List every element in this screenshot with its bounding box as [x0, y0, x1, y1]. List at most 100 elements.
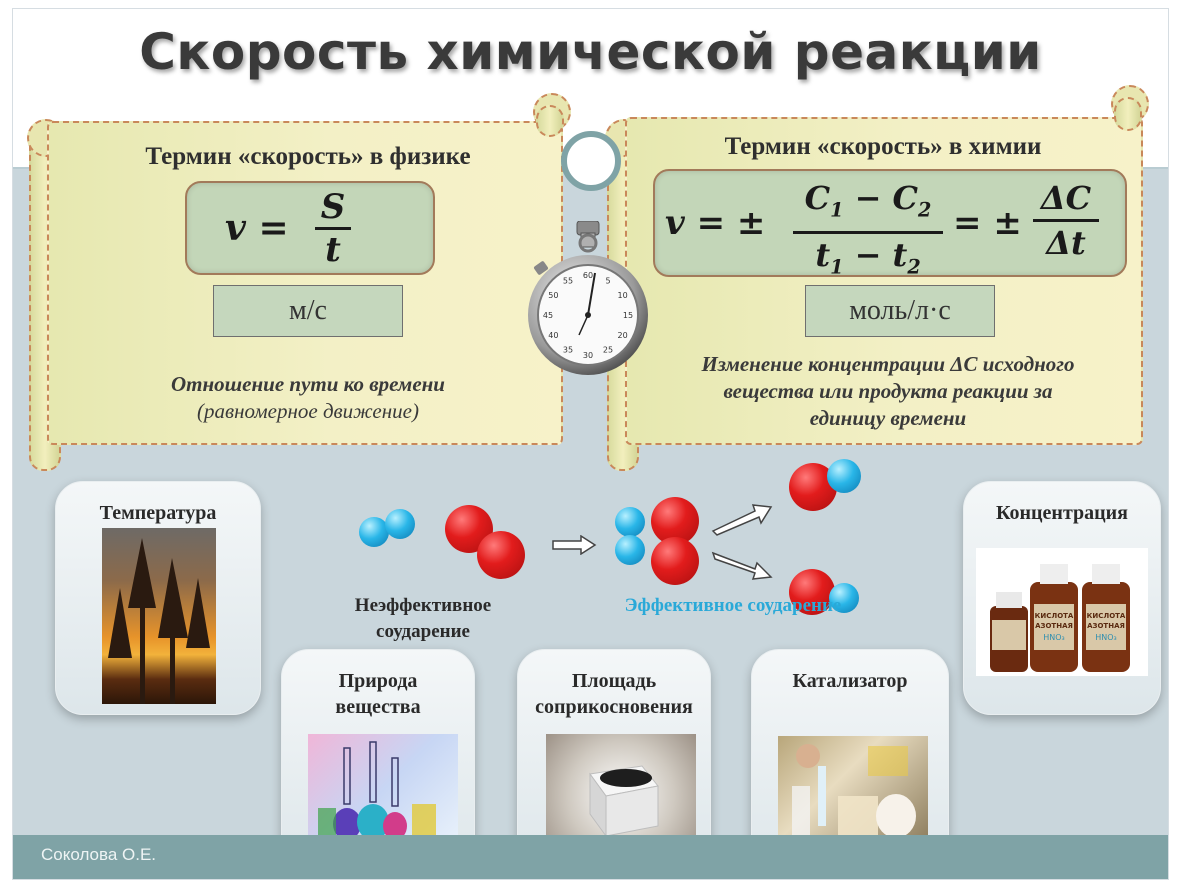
stopwatch-tick-label: 15 — [623, 311, 633, 320]
lab-equipment-icon — [792, 744, 916, 838]
card-temperature-label: Температура — [99, 502, 217, 524]
minus-sign: − — [854, 179, 882, 217]
complex-atom — [651, 537, 699, 585]
physics-description: Отношение пути ко времени (равномерное д… — [83, 371, 533, 425]
chemistry-formula-fraction-1: C1 − C2 t1 − t2 — [793, 179, 943, 287]
product-atom — [827, 459, 861, 493]
fraction-bar — [793, 231, 943, 235]
stopwatch-tick-label: 30 — [583, 351, 593, 360]
bottle-label-b: АЗОТНАЯ — [1087, 622, 1125, 630]
conc-c1: C — [804, 179, 831, 217]
flasks-icon — [318, 741, 436, 840]
conc-c2: C — [892, 179, 919, 217]
ineffective-collision-label: Неэффективное соударение — [313, 593, 533, 645]
physics-formula-box: v = S t — [185, 181, 435, 275]
physics-formula-lhs: v = — [225, 207, 289, 249]
physics-heading: Термин «скорость» в физике — [145, 143, 471, 170]
card-catalyst-label: Катализатор — [792, 670, 908, 692]
card-concentration-label: Концентрация — [995, 502, 1128, 524]
chemistry-formula-denominator-1: t1 − t2 — [793, 236, 943, 286]
stopwatch-tick-label: 25 — [603, 346, 613, 355]
card-temperature: Температура — [55, 481, 261, 715]
stopwatch-tick-label: 10 — [618, 291, 628, 300]
chemistry-formula-lhs: v = ± — [665, 203, 766, 243]
physics-unit: м/с — [213, 285, 403, 337]
card-nature-label: Природа вещества — [282, 668, 474, 720]
physics-scroll — [47, 121, 563, 445]
bottle-label-a: КИСЛОТА — [1087, 612, 1126, 620]
physics-formula-denominator: t — [325, 230, 341, 270]
arrow-up-right-icon — [711, 504, 773, 536]
ineffective-line1: Неэффективное — [354, 595, 492, 616]
scroll-roll-left-right — [536, 105, 564, 137]
forest-fire-image — [102, 528, 216, 704]
chemistry-description: Изменение концентрации ΔC исходного веще… — [641, 351, 1135, 432]
bottle-label-c: HNO₃ — [1095, 633, 1117, 642]
stopwatch-tick-label: 55 — [563, 276, 573, 285]
chemistry-formula-fraction-2: ΔC Δt — [1033, 179, 1099, 262]
chemistry-formula-numerator-1: C1 − C2 — [793, 179, 943, 229]
time-t2: t — [892, 236, 908, 275]
card-concentration: Концентрация КИСЛОТА АЗОТНАЯ HNO₃ КИСЛОТ — [963, 481, 1161, 715]
glassware-image — [308, 734, 458, 846]
acid-bottles-image: КИСЛОТА АЗОТНАЯ HNO₃ КИСЛОТА АЗОТНАЯ HNO… — [976, 548, 1148, 676]
complex-atom — [615, 507, 645, 537]
arrow-right-icon — [552, 535, 597, 555]
stopwatch-tick-label: 60 — [583, 271, 593, 280]
scroll-roll-right-right — [1114, 97, 1142, 131]
stopwatch-tick-label: 5 — [605, 276, 610, 285]
stopwatch-tick-label: 45 — [543, 311, 553, 320]
chemistry-formula-numerator-2: ΔC — [1040, 179, 1092, 217]
physics-description-line1: Отношение пути ко времени — [171, 372, 445, 396]
time-t2-sub: 2 — [907, 255, 921, 279]
ring-decoration — [561, 131, 621, 191]
bottle-label-c: HNO₃ — [1043, 633, 1065, 642]
bottom-bar — [13, 835, 1168, 879]
chemistry-heading: Термин «скорость» в химии — [724, 133, 1042, 160]
stopwatch-tick-label: 35 — [563, 346, 573, 355]
fraction-bar — [1033, 219, 1099, 222]
bottles-icon: КИСЛОТА АЗОТНАЯ HNO₃ КИСЛОТА АЗОТНАЯ HNO… — [990, 564, 1130, 672]
bottle-label-a: КИСЛОТА — [1035, 612, 1074, 620]
card-contact-area-line2: соприкосновения — [535, 696, 693, 718]
card-contact-area-line1: Площадь — [571, 670, 657, 692]
stopwatch-tick-label: 40 — [548, 331, 558, 340]
conc-c2-sub: 2 — [918, 198, 932, 222]
card-nature-line1: Природа — [338, 670, 418, 692]
conc-c1-sub: 1 — [830, 198, 844, 222]
card-contact-area: Площадь соприкосновения — [517, 649, 711, 877]
chemistry-description-line3: единицу времени — [809, 406, 967, 430]
chemistry-formula-denominator-2: Δt — [1046, 224, 1086, 262]
card-nature-line2: вещества — [335, 696, 421, 718]
arrow-down-right-icon — [711, 551, 773, 580]
lab-image — [778, 736, 928, 848]
molecule-a-atom — [385, 509, 415, 539]
physics-formula-fraction: S t — [315, 189, 351, 268]
card-contact-area-label: Площадь соприкосновения — [518, 668, 710, 720]
complex-atom — [615, 535, 645, 565]
ineffective-line2: соударение — [376, 621, 470, 642]
chemistry-description-line2: вещества или продукта реакции за — [723, 379, 1053, 403]
time-t1-sub: 1 — [830, 255, 844, 279]
chemistry-formula-eq: = ± — [953, 203, 1022, 243]
contact-area-image — [546, 734, 696, 846]
page-title: Скорость химической реакции — [139, 23, 1042, 81]
fraction-bar — [315, 227, 351, 230]
cube-icon — [589, 765, 659, 838]
chemistry-formula-box: v = ± C1 − C2 t1 − t2 = ± ΔC Δt — [653, 169, 1127, 279]
stopwatch-tick-label: 20 — [618, 331, 628, 340]
bottle-label-b: АЗОТНАЯ — [1035, 622, 1073, 630]
author-label: Соколова О.Е. — [41, 845, 157, 864]
minus-sign: − — [854, 236, 882, 275]
chemistry-unit: моль/л·с — [805, 285, 995, 337]
physics-description-line2: (равномерное движение) — [197, 399, 419, 423]
product-atom — [829, 583, 859, 613]
time-t1: t — [815, 236, 831, 275]
molecule-a-atom — [359, 517, 389, 547]
effective-collision-label: Эффективное соударение — [624, 595, 842, 616]
molecule-b-atom — [477, 531, 525, 579]
physics-formula-numerator: S — [320, 187, 346, 227]
product-atom — [789, 569, 835, 615]
